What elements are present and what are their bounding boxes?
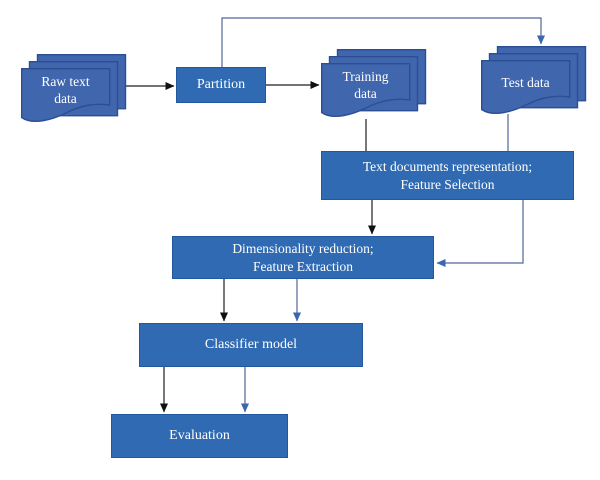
document-stack-icon xyxy=(481,46,587,114)
node-classifier-model: Classifier model xyxy=(139,323,363,367)
label-line: Raw text xyxy=(41,74,90,90)
label-line: Text documents representation; xyxy=(362,158,533,174)
node-partition: Partition xyxy=(176,67,266,103)
node-training-data-label: Training data xyxy=(321,63,410,109)
node-evaluation-label: Evaluation xyxy=(169,427,230,443)
label-line: data xyxy=(54,91,77,106)
node-training-data: Training data xyxy=(321,49,427,125)
edge-textrepr-to-dimred-blue xyxy=(436,200,524,267)
node-partition-label: Partition xyxy=(196,76,246,92)
label-line: Test data xyxy=(501,74,550,90)
label-line: Training xyxy=(342,69,389,85)
document-stack-icon xyxy=(321,49,427,117)
node-evaluation: Evaluation xyxy=(111,414,288,458)
label-line: Feature Extraction xyxy=(252,258,354,274)
label-line: Dimensionality reduction; xyxy=(232,240,374,256)
node-dimensionality-reduction: Dimensionality reduction; Feature Extrac… xyxy=(172,236,434,279)
label-line: Feature Selection xyxy=(400,176,495,192)
node-raw-text-data: Raw text data xyxy=(21,54,127,130)
node-raw-text-data-label: Raw text data xyxy=(21,68,110,114)
node-classifier-model-label: Classifier model xyxy=(204,336,298,352)
label-line: data xyxy=(354,86,377,101)
node-test-data-label: Test data xyxy=(481,60,570,106)
node-test-data: Test data xyxy=(481,46,587,122)
document-stack-icon xyxy=(21,54,127,122)
node-text-representation: Text documents representation; Feature S… xyxy=(321,151,574,200)
